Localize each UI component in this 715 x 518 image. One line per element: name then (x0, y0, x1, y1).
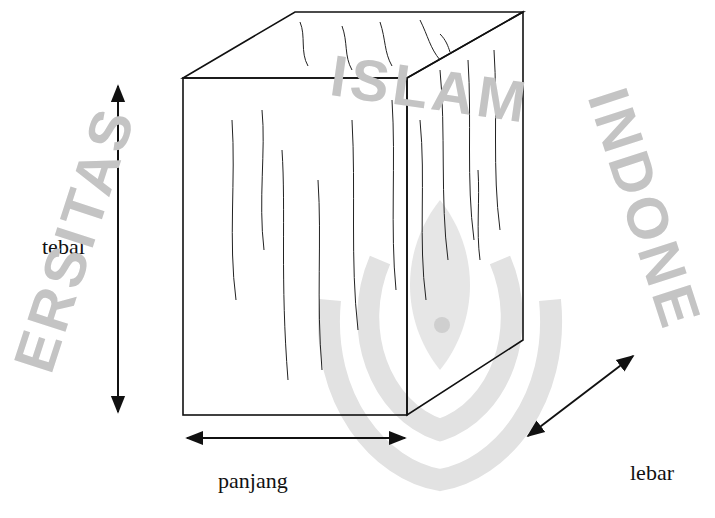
dimension-arrows (118, 86, 633, 438)
watermark-text: INDONE (579, 81, 711, 336)
watermark-text: ERSITAS (4, 99, 144, 379)
dimension-label: lebar (630, 462, 674, 484)
dimension-label: panjang (218, 470, 288, 492)
